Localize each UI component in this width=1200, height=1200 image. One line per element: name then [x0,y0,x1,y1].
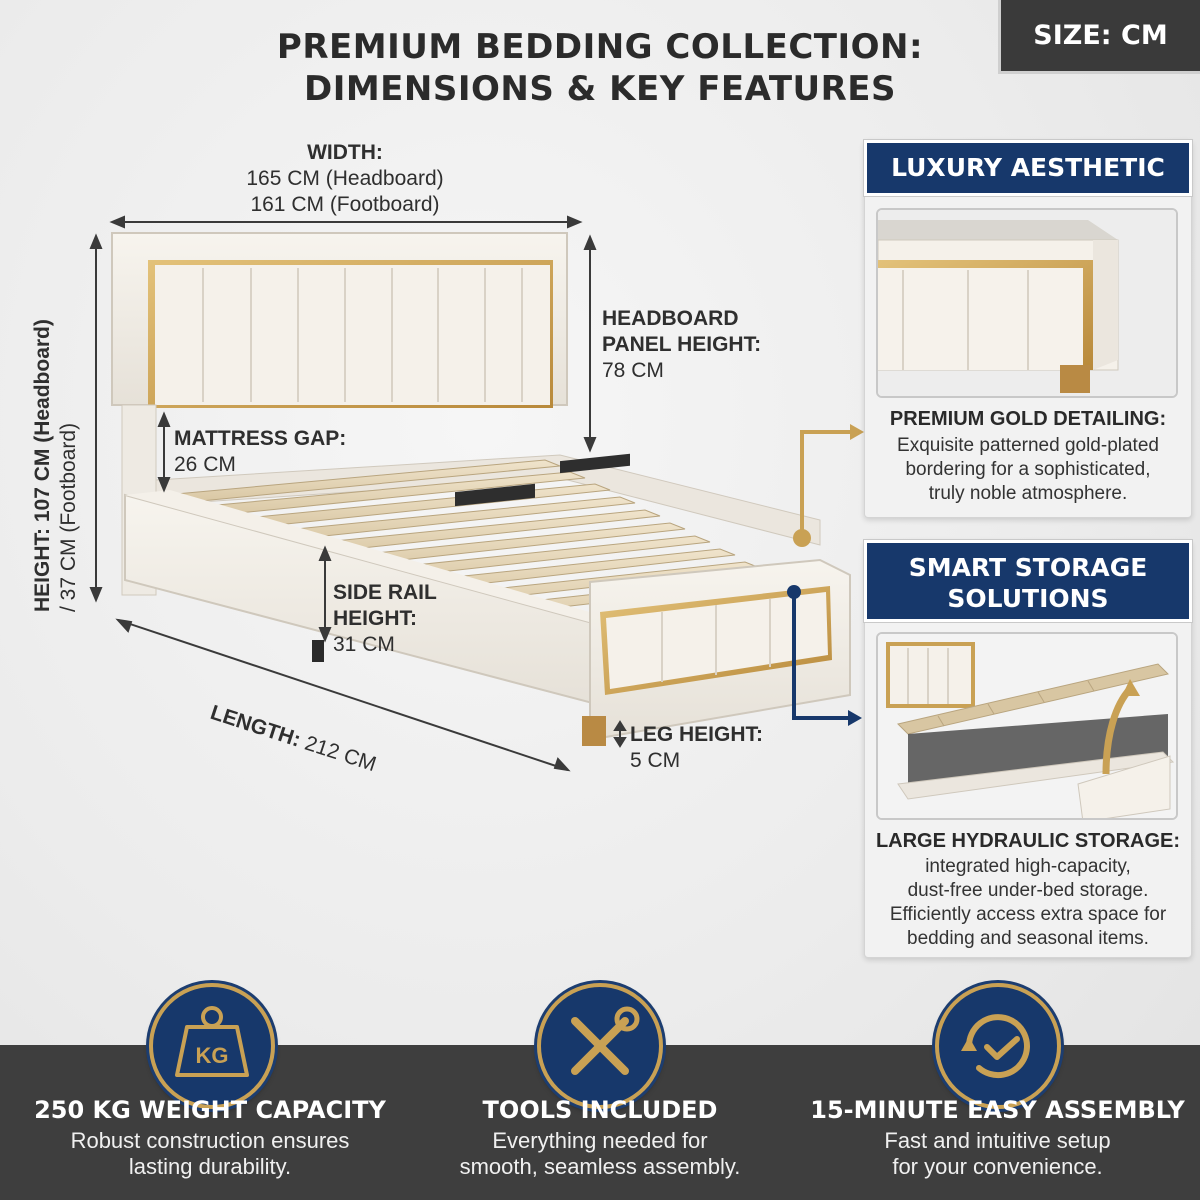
easy-assembly-line1: Fast and intuitive setup [884,1128,1111,1153]
gold-callout-arrow [800,430,856,538]
side-rail-label-line2: HEIGHT: [333,607,417,630]
headboard-value: 78 CM [602,359,664,382]
gold-detailing-line2: bordering for a sophisticated, [905,459,1151,480]
luxury-aesthetic-header: LUXURY AESTHETIC [864,140,1192,196]
width-footboard-value: 161 CM (Footboard) [250,193,440,216]
gold-detailing-description: Exquisite patterned gold-plated borderin… [864,434,1192,506]
kg-icon-text: KG [196,1043,229,1068]
width-headboard-value: 165 CM (Headboard) [246,167,444,190]
headboard-label-line2: PANEL HEIGHT: [602,333,762,356]
smart-storage-header: SMART STORAGE SOLUTIONS [864,540,1192,622]
storage-line1: integrated high-capacity, [925,856,1131,877]
tools-included-line2: smooth, seamless assembly. [459,1154,741,1179]
mattress-gap-value: 26 CM [174,453,236,476]
side-rail-value: 31 CM [333,633,395,656]
weight-capacity-line1: Robust construction ensures [70,1128,350,1153]
height-label: HEIGHT: 107 CM (Headboard) [31,319,54,612]
page-title: PREMIUM BEDDING COLLECTION: DIMENSIONS &… [160,26,1040,110]
easy-assembly-feature: 15-MINUTE EASY ASSEMBLY Fast and intuiti… [800,1096,1195,1180]
hydraulic-storage-description: integrated high-capacity, dust-free unde… [864,855,1192,951]
bed-leg [582,716,606,746]
hydraulic-storage-image [876,632,1178,820]
footboard [582,558,851,746]
gold-detail-image [876,208,1178,398]
weight-capacity-title: 250 KG WEIGHT CAPACITY [34,1096,386,1124]
storage-line4: bedding and seasonal items. [907,928,1149,949]
navy-callout-arrow [792,592,852,720]
storage-line3: Efficiently access extra space for [889,904,1167,925]
weight-capacity-feature: 250 KG WEIGHT CAPACITY Robust constructi… [20,1096,400,1180]
smart-storage-header-line2: SOLUTIONS [947,584,1109,613]
headboard-channels [202,268,523,402]
leg-label: LEG HEIGHT: [630,723,764,746]
page-title-line2: DIMENSIONS & KEY FEATURES [303,69,897,109]
gold-detailing-line1: Exquisite patterned gold-plated [897,435,1159,456]
side-rail-height: SIDE RAIL HEIGHT: 31 CM [333,580,437,658]
storage-line2: dust-free under-bed storage. [907,880,1149,901]
tools-included-title: TOOLS INCLUDED [482,1096,718,1124]
tools-icon [537,983,663,1109]
leg-value: 5 CM [630,749,681,772]
easy-assembly-line2: for your convenience. [892,1154,1103,1179]
width-dimension: WIDTH: 165 CM (Headboard) 161 CM (Footbo… [215,140,475,218]
size-badge: SIZE: CM [998,0,1200,74]
tools-included-feature: TOOLS INCLUDED Everything needed for smo… [410,1096,790,1180]
weight-capacity-line2: lasting durability. [128,1154,292,1179]
easy-assembly-title: 15-MINUTE EASY ASSEMBLY [810,1096,1185,1124]
headboard-label-line1: HEADBOARD [602,307,739,330]
bed-illustration [89,215,851,772]
page-title-line1: PREMIUM BEDDING COLLECTION: [276,27,924,67]
side-rail-label-line1: SIDE RAIL [333,581,437,604]
gold-detailing-line3: truly noble atmosphere. [928,483,1128,504]
height-footboard-value: / 37 CM (Footboard) [57,422,80,612]
headboard [111,232,568,596]
tools-included-line1: Everything needed for [492,1128,708,1153]
clock-icon [935,983,1061,1109]
smart-storage-header-line1: SMART STORAGE [908,553,1148,582]
height-dimension: HEIGHT: 107 CM (Headboard) / 37 CM (Foot… [30,272,82,612]
headboard-panel-height: HEADBOARD PANEL HEIGHT: 78 CM [602,306,761,384]
gold-detailing-title: PREMIUM GOLD DETAILING: [889,408,1167,430]
hydraulic-storage-title: LARGE HYDRAULIC STORAGE: [875,830,1181,852]
callout-arrows [787,424,864,726]
mattress-gap: MATTRESS GAP: 26 CM [174,426,346,478]
mattress-gap-label: MATTRESS GAP: [174,427,347,450]
leg-height: LEG HEIGHT: 5 CM [630,722,763,774]
width-label: WIDTH: [307,141,383,164]
kg-weight-icon: KG [149,983,275,1109]
dimension-lines [89,215,627,772]
